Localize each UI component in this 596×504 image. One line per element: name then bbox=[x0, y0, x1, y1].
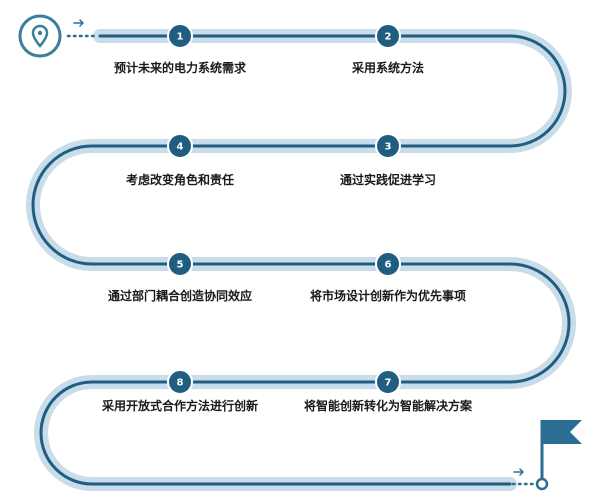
step-5: 5 通过部门耦合创造协同效应 bbox=[108, 251, 252, 303]
step-circle bbox=[375, 369, 401, 395]
end-connector bbox=[511, 468, 536, 486]
step-4: 4 考虑改变角色和责任 bbox=[126, 133, 234, 187]
step-7: 7 将智能创新转化为智能解决方案 bbox=[304, 369, 473, 413]
step-circle bbox=[167, 133, 193, 159]
step-number: 1 bbox=[177, 32, 184, 43]
roadmap-track-inner bbox=[31, 34, 571, 486]
step-number: 6 bbox=[385, 260, 392, 271]
start-connector bbox=[66, 19, 98, 38]
steps-layer: 1 预计未来的电力系统需求 2 采用系统方法 3 通过实践促进学习 4 考虑改变角色和责任 5 通… bbox=[101, 23, 473, 413]
step-number: 4 bbox=[177, 142, 184, 153]
location-pin-icon bbox=[18, 14, 62, 58]
step-circle bbox=[167, 251, 193, 277]
step-circle bbox=[375, 133, 401, 159]
step-circle bbox=[375, 251, 401, 277]
step-label: 采用系统方法 bbox=[351, 60, 424, 75]
step-label: 将市场设计创新作为优先事项 bbox=[310, 288, 466, 303]
step-label: 预计未来的电力系统需求 bbox=[114, 60, 247, 75]
roadmap-track-outer bbox=[26, 29, 576, 491]
step-2: 2 采用系统方法 bbox=[351, 23, 424, 75]
step-label: 采用开放式合作方法进行创新 bbox=[101, 398, 258, 413]
step-label: 通过实践促进学习 bbox=[340, 172, 436, 187]
step-6: 6 将市场设计创新作为优先事项 bbox=[310, 251, 466, 303]
flag-icon bbox=[535, 420, 582, 491]
step-circle bbox=[167, 369, 193, 395]
step-label: 将智能创新转化为智能解决方案 bbox=[304, 398, 473, 413]
arrow-right-icon bbox=[513, 468, 524, 476]
step-number: 2 bbox=[385, 32, 392, 43]
step-1: 1 预计未来的电力系统需求 bbox=[114, 23, 247, 75]
step-label: 通过部门耦合创造协同效应 bbox=[108, 288, 252, 303]
step-label: 考虑改变角色和责任 bbox=[126, 172, 234, 187]
step-8: 8 采用开放式合作方法进行创新 bbox=[101, 369, 258, 413]
step-circle bbox=[167, 23, 193, 49]
arrow-right-icon bbox=[73, 19, 84, 27]
step-number: 5 bbox=[177, 260, 184, 271]
step-number: 3 bbox=[385, 142, 392, 153]
step-circle bbox=[375, 23, 401, 49]
step-number: 8 bbox=[177, 378, 184, 389]
step-number: 7 bbox=[385, 378, 392, 389]
step-3: 3 通过实践促进学习 bbox=[340, 133, 436, 187]
